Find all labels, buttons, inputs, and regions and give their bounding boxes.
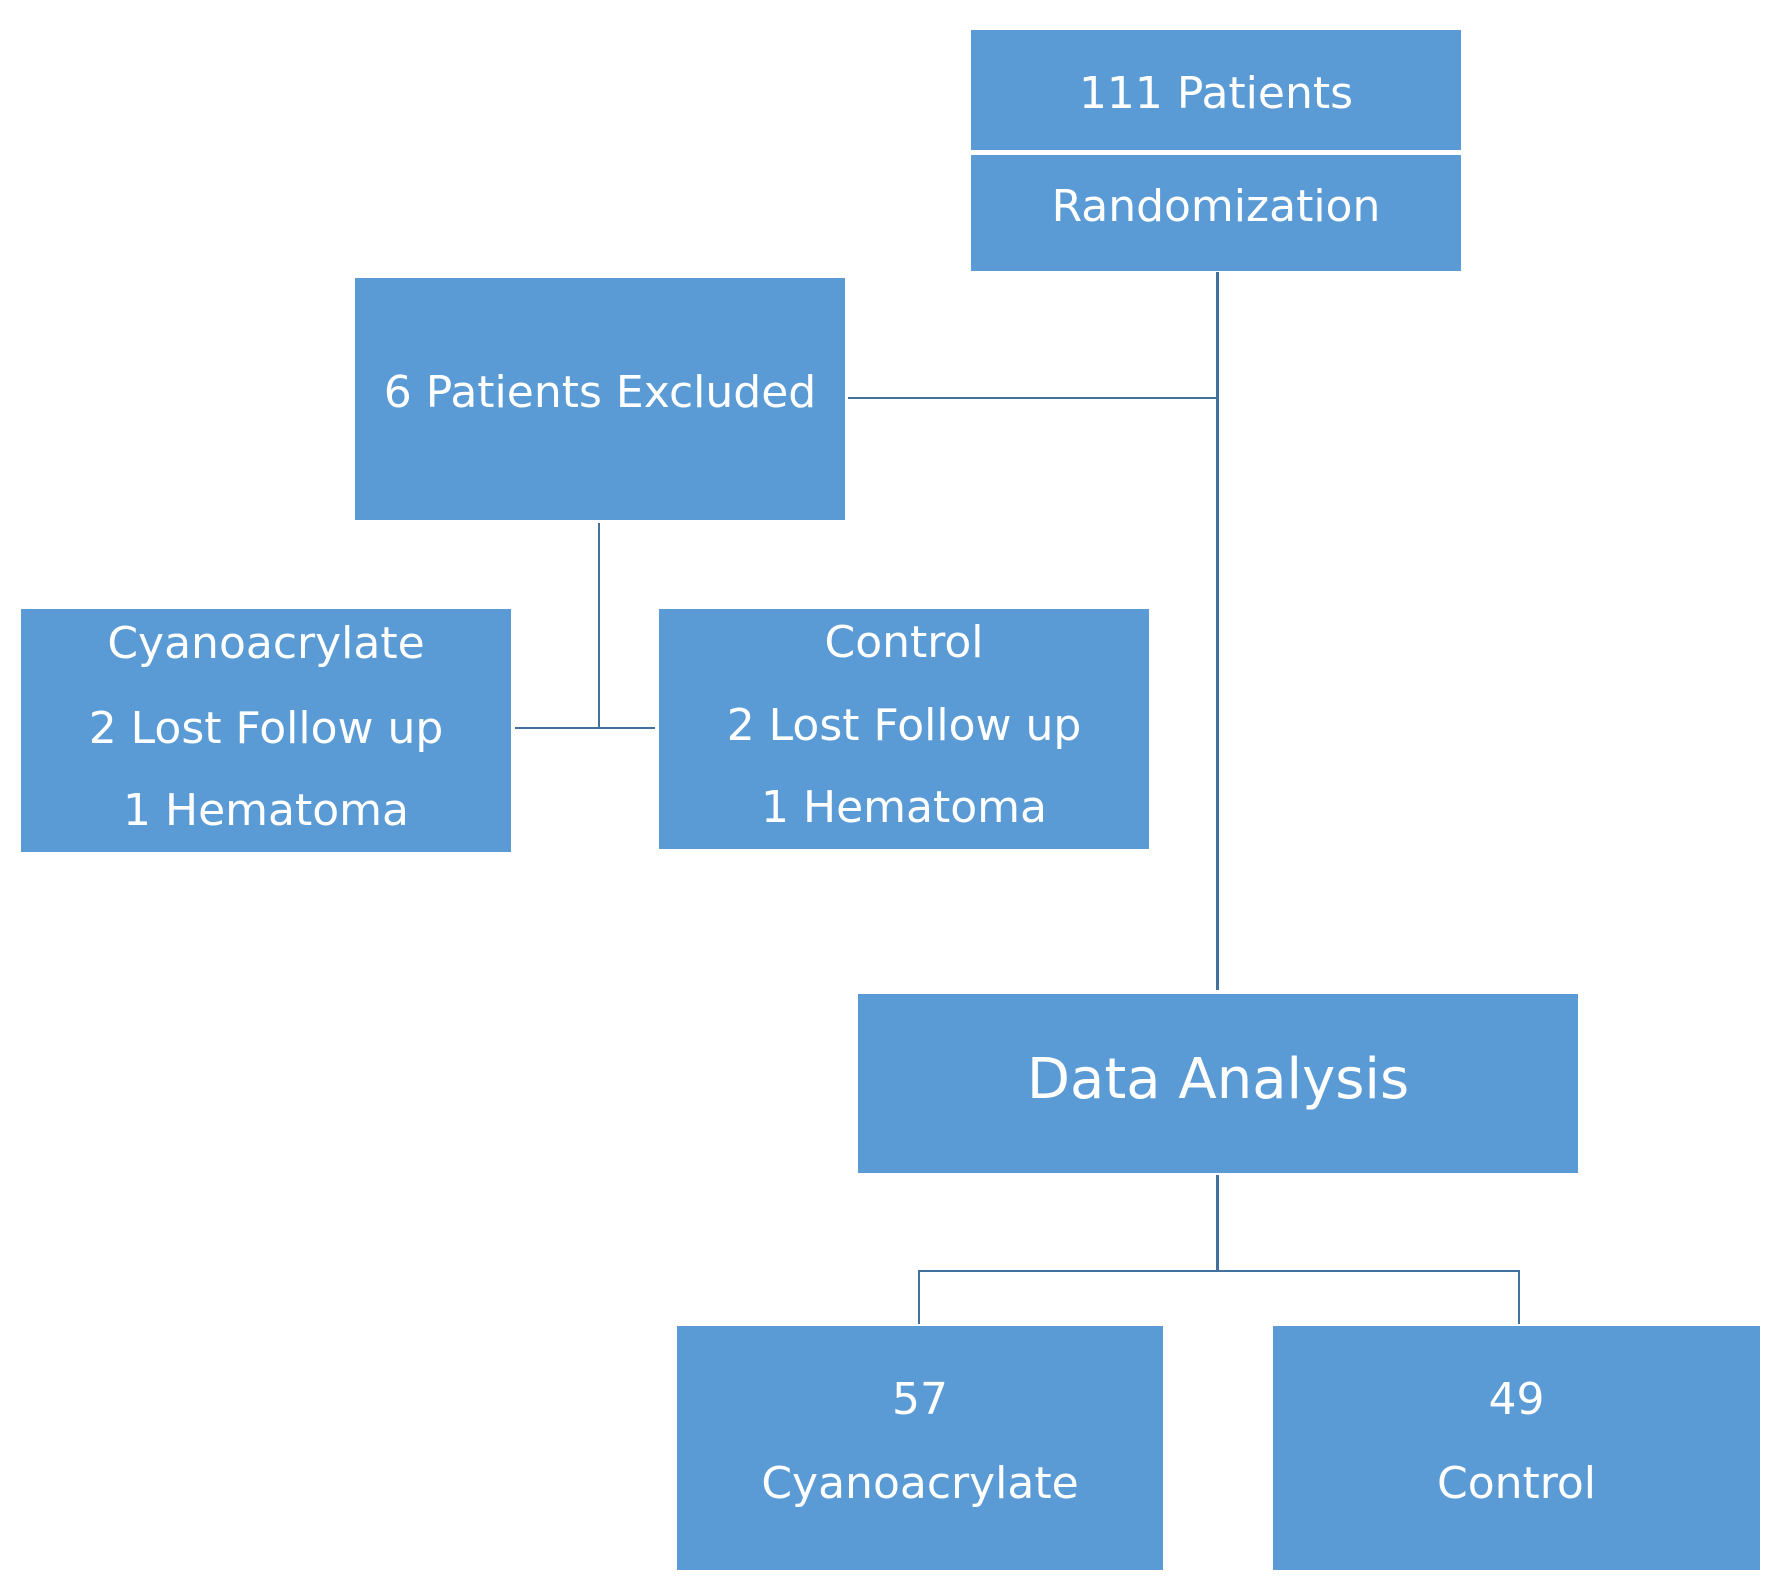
final-control-label: Control bbox=[1436, 1458, 1597, 1509]
excluded-text: 6 Patients Excluded bbox=[383, 367, 817, 418]
patients-total-text: 111 Patients bbox=[1078, 68, 1354, 119]
excluded-cyanoacrylate-hematoma: 1 Hematoma bbox=[123, 785, 409, 836]
randomization-box: Randomization bbox=[971, 155, 1461, 271]
connector-randomization-to-analysis bbox=[1216, 272, 1219, 990]
excluded-cyanoacrylate-title: Cyanoacrylate bbox=[107, 618, 425, 669]
data-analysis-box: Data Analysis bbox=[858, 994, 1578, 1173]
connector-analysis-down bbox=[1216, 1175, 1219, 1272]
excluded-control-box: Control 2 Lost Follow up 1 Hematoma bbox=[659, 609, 1149, 849]
connector-analysis-horizontal bbox=[918, 1270, 1520, 1272]
excluded-control-title: Control bbox=[824, 617, 984, 668]
excluded-control-hematoma: 1 Hematoma bbox=[761, 782, 1047, 833]
data-analysis-text: Data Analysis bbox=[1026, 1047, 1410, 1112]
randomization-text: Randomization bbox=[1051, 181, 1381, 232]
final-control-box: 49 Control bbox=[1273, 1326, 1760, 1570]
excluded-cyanoacrylate-box: Cyanoacrylate 2 Lost Follow up 1 Hematom… bbox=[21, 609, 511, 852]
connector-excluded-down bbox=[598, 523, 600, 728]
connector-excluded-horizontal bbox=[515, 727, 655, 729]
connector-to-excluded bbox=[848, 397, 1218, 399]
connector-to-final-control bbox=[1518, 1270, 1520, 1324]
final-cyanoacrylate-count: 57 bbox=[892, 1374, 948, 1425]
final-control-count: 49 bbox=[1488, 1374, 1545, 1425]
excluded-cyanoacrylate-lost: 2 Lost Follow up bbox=[88, 703, 444, 754]
final-cyanoacrylate-box: 57 Cyanoacrylate bbox=[677, 1326, 1163, 1570]
excluded-box: 6 Patients Excluded bbox=[355, 278, 845, 520]
excluded-control-lost: 2 Lost Follow up bbox=[726, 700, 1082, 751]
patients-total-box: 111 Patients bbox=[971, 30, 1461, 150]
final-cyanoacrylate-label: Cyanoacrylate bbox=[761, 1458, 1079, 1509]
connector-to-final-cyanoacrylate bbox=[918, 1270, 920, 1324]
